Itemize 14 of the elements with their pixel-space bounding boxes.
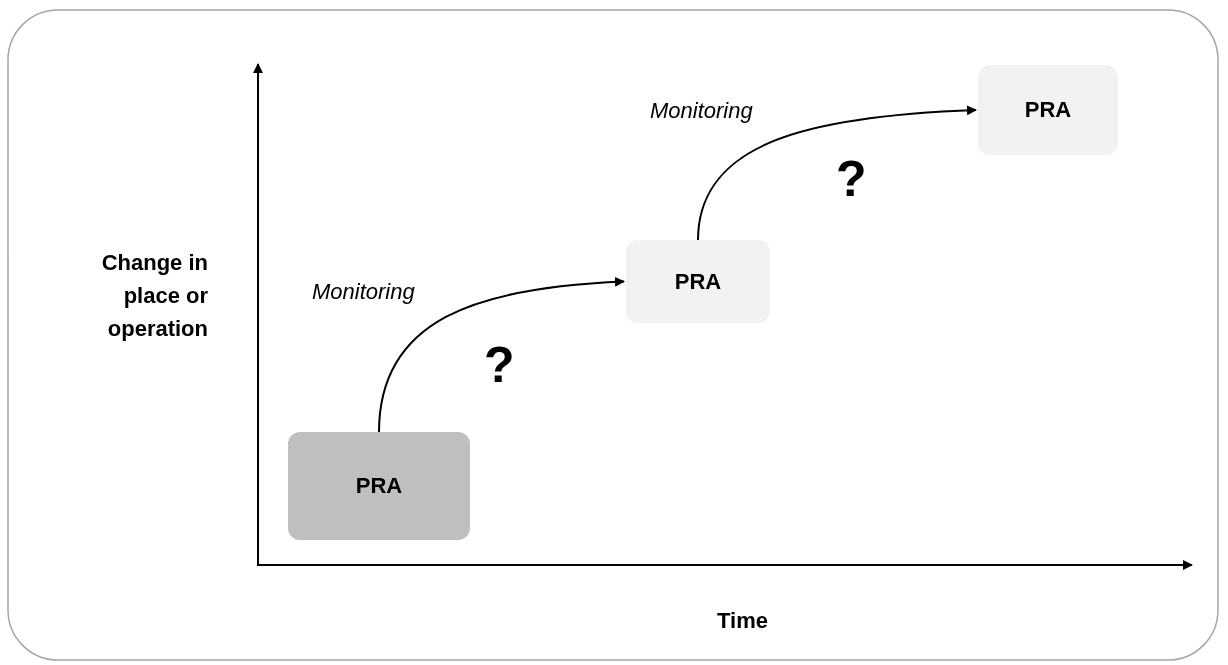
arrow <box>378 277 625 433</box>
edge-label: Monitoring <box>312 279 415 305</box>
box-label: PRA <box>674 268 722 295</box>
process-box <box>978 65 1118 155</box>
process-box <box>288 432 470 540</box>
axis-title: Change in place or operation <box>100 249 208 343</box>
question-mark: ? <box>484 336 515 394</box>
arrow <box>697 105 977 241</box>
process-box <box>626 240 770 323</box>
edge-label: Monitoring <box>650 98 753 124</box>
axis-title: Time <box>717 608 768 634</box>
box-label: PRA <box>1024 97 1072 123</box>
box-label: PRA <box>355 473 403 499</box>
question-mark: ? <box>836 150 867 208</box>
